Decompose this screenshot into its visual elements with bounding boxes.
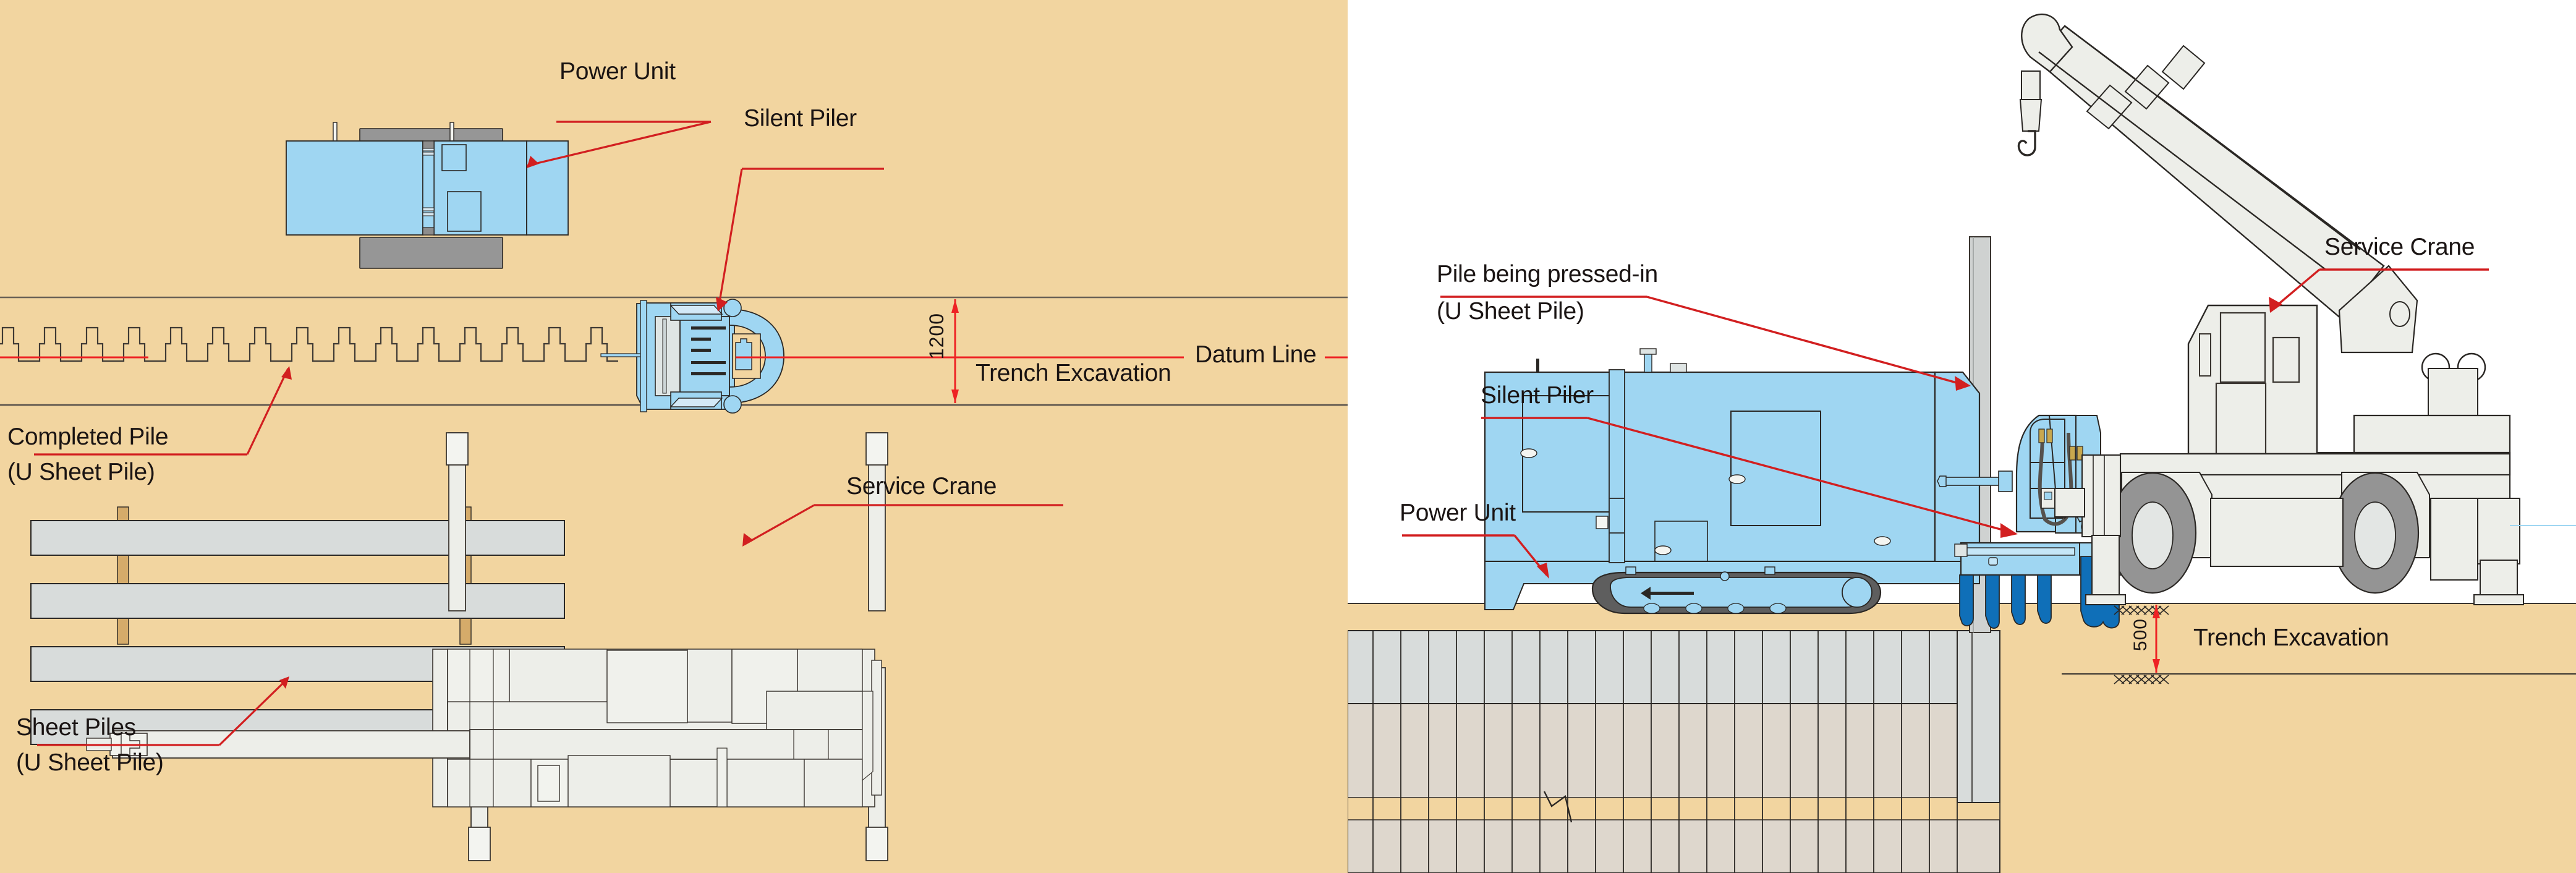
service-crane-elevation bbox=[2017, 13, 2524, 605]
elev-label-trench-excavation: Trench Excavation bbox=[2193, 624, 2389, 651]
plan-label-datum-line: Datum Line bbox=[1195, 341, 1317, 368]
completed-pile-wall bbox=[0, 326, 618, 362]
trench-depth-dimension-elevation bbox=[2153, 605, 2160, 673]
silent-piler-plan bbox=[600, 299, 784, 414]
plan-leader-lines bbox=[34, 121, 1063, 746]
elev-label-pile-being-pressed-in-sub: (U Sheet Pile) bbox=[1437, 298, 1584, 325]
plan-view-panel: Power Unit Silent Piler Completed Pile (… bbox=[0, 0, 1348, 873]
elevation-view-drawing bbox=[1348, 13, 2576, 873]
elev-label-pile-being-pressed-in: Pile being pressed-in bbox=[1437, 261, 1658, 287]
power-unit-elevation bbox=[1484, 348, 1981, 615]
plan-view-drawing bbox=[0, 121, 1348, 861]
plan-label-completed-pile-sub: (U Sheet Pile) bbox=[7, 459, 155, 485]
plan-dimension-1200: 1200 bbox=[925, 313, 948, 360]
elev-dimension-500: 500 bbox=[2130, 618, 2151, 652]
plan-label-service-crane: Service Crane bbox=[846, 473, 997, 500]
service-crane-plan bbox=[86, 432, 888, 861]
elev-label-power-unit: Power Unit bbox=[1400, 500, 1516, 526]
trench-width-dimension-plan bbox=[951, 299, 959, 403]
power-unit-plan bbox=[286, 122, 569, 269]
plan-label-power-unit: Power Unit bbox=[559, 58, 676, 85]
silent-piler-elevation bbox=[1937, 414, 2125, 629]
plan-label-completed-pile: Completed Pile bbox=[7, 424, 169, 450]
plan-label-sheet-piles-sub: (U Sheet Pile) bbox=[16, 749, 164, 776]
plan-label-sheet-piles: Sheet Piles bbox=[16, 714, 136, 741]
elevation-view-panel: Pile being pressed-in (U Sheet Pile) Sil… bbox=[1348, 0, 2576, 873]
elev-label-service-crane: Service Crane bbox=[2324, 234, 2475, 260]
elevation-leader-lines bbox=[1402, 268, 2489, 579]
plan-label-silent-piler: Silent Piler bbox=[744, 105, 857, 132]
plan-label-trench-excavation: Trench Excavation bbox=[976, 360, 1171, 386]
elev-label-silent-piler: Silent Piler bbox=[1481, 382, 1594, 409]
sheet-pile-wall-elevation bbox=[1348, 630, 2000, 873]
